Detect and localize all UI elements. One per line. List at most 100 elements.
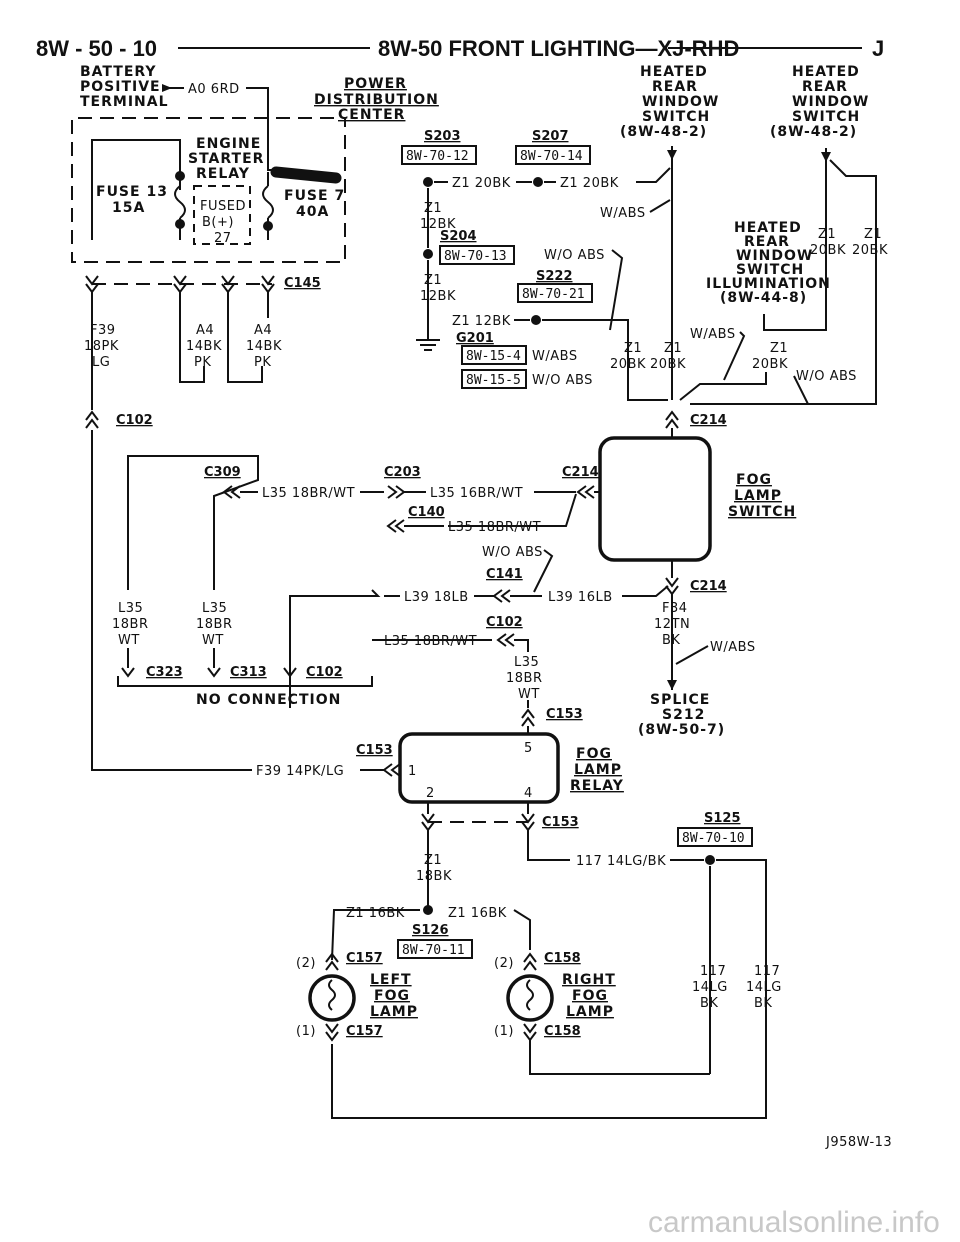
f39-14pklg-label: F39 14PK/LG [256, 764, 344, 779]
left-fog-lamp-icon [308, 974, 356, 1022]
c313-label: C313 [230, 665, 267, 680]
f34-label: F34 [662, 601, 688, 616]
s212-label-3: (8W-50-7) [638, 722, 725, 738]
hrw2-z1-a: Z1 [818, 227, 836, 242]
s222-node [531, 315, 541, 325]
relay-pin-1: 1 [408, 764, 417, 779]
c141-label: C141 [486, 567, 523, 582]
wo-abs-wire-2 [690, 375, 810, 405]
a4-left-gauge: 14BK [186, 339, 222, 354]
s125-right [331, 859, 767, 1119]
fog-lamp-switch-box [598, 436, 712, 562]
c214-mid-chevron [576, 485, 595, 499]
l35-16brwt-label: L35 16BR/WT [430, 486, 523, 501]
hrw2-z1-b: Z1 [864, 227, 882, 242]
w-abs-arrow-1 [649, 199, 671, 213]
right-fog-label-2: FOG [572, 988, 608, 1004]
battery-wire-label: A0 6RD [188, 82, 240, 97]
z1-mid-2-gauge: 20BK [650, 357, 686, 372]
hrw2-wire-left [763, 148, 827, 331]
a4-left-color: PK [194, 355, 211, 370]
s222-ref-box [517, 283, 593, 303]
s203-label: S203 [424, 129, 461, 144]
fused-b-label-1: FUSED [200, 199, 246, 214]
s222-label: S222 [536, 269, 573, 284]
z1-20bk-seg-d [636, 167, 671, 183]
z1-16bk-label-b: Z1 16BK [448, 906, 507, 921]
relay-pin-2: 2 [426, 786, 435, 801]
hrw2-arrow [821, 152, 831, 162]
l39-16lb-label: L39 16LB [548, 590, 613, 605]
right-fog-label-3: LAMP [566, 1004, 614, 1020]
hrw1-label-2: REAR [652, 79, 698, 95]
c157-top-label: C157 [346, 951, 383, 966]
c102-top-label: C102 [116, 413, 153, 428]
c153-top-chevron [521, 708, 535, 727]
c323-label: C323 [146, 665, 183, 680]
c214-bottom-label: C214 [690, 579, 727, 594]
w-abs-wire-3 [675, 645, 709, 665]
l35-col1-gauge: 18BR [112, 617, 149, 632]
l39-18lb-label: L39 18LB [404, 590, 469, 605]
right-fog-label-1: RIGHT [562, 972, 616, 988]
pdc-label-1: POWER [344, 76, 407, 92]
l35-18brwt-label-a: L35 18BR/WT [262, 486, 355, 501]
c140-label: C140 [408, 505, 445, 520]
c157-top-chevron [325, 952, 339, 971]
a4-right-color: PK [254, 355, 271, 370]
f39-label: F39 [90, 323, 116, 338]
f34-arrow [667, 680, 677, 690]
s125-label: S125 [704, 811, 741, 826]
hrw2-label-4: SWITCH [792, 109, 860, 125]
starter-relay-label-2: STARTER [188, 151, 264, 167]
model-letter: J [872, 36, 884, 61]
hrw-illum-label-6: (8W-44-8) [720, 290, 807, 306]
l35-18brwt-label-b: L35 18BR/WT [448, 520, 541, 535]
c102-mid-label: C102 [486, 615, 523, 630]
l35-relay-color: WT [518, 687, 540, 702]
c158-bottom-chevron [523, 1023, 537, 1042]
fuse7-label-1: FUSE 7 [284, 188, 345, 204]
w117-a-color: BK [700, 996, 718, 1011]
c158-top-label: C158 [544, 951, 581, 966]
starter-relay-label-1: ENGINE [196, 136, 261, 152]
illum-z1: Z1 [770, 341, 788, 356]
s212-label-2: S212 [662, 707, 705, 723]
z1-20bk-label-a: Z1 20BK [452, 176, 511, 191]
s126-ref: 8W-70-11 [402, 943, 465, 958]
fog-switch-label-1: FOG [736, 472, 772, 488]
battery-label-3: TERMINAL [80, 94, 169, 110]
c102-mid-out [514, 639, 529, 652]
s203-ref-box [401, 145, 477, 165]
starter-relay-bus [270, 166, 342, 184]
battery-label-1: BATTERY [80, 64, 157, 80]
w117-b: 117 [754, 964, 780, 979]
fog-relay-label-3: RELAY [570, 778, 624, 794]
s204-z1-b: Z1 [424, 273, 442, 288]
hrw-illum-label-1: HEATED [734, 220, 802, 236]
c157-bottom-chevron [325, 1023, 339, 1042]
s126-label: S126 [412, 923, 449, 938]
hrw1-label-5: (8W-48-2) [620, 124, 707, 140]
fuse13-label-1: FUSE 13 [96, 184, 168, 200]
f39-color: LG [92, 355, 110, 370]
s207-label: S207 [532, 129, 569, 144]
c153-left-chevron [382, 763, 401, 777]
s204-12bk-b: 12BK [420, 289, 456, 304]
hrw2-label-2: REAR [802, 79, 848, 95]
right-fog-ground [529, 1040, 710, 1075]
s207-ref: 8W-70-14 [520, 149, 583, 164]
z1-18bk-label: Z1 [424, 853, 442, 868]
w-abs-label-1: W/ABS [600, 206, 646, 221]
l35-relay-label: L35 [514, 655, 539, 670]
fog-switch-label-3: SWITCH [728, 504, 796, 520]
w117-a: 117 [700, 964, 726, 979]
f39-main-wire [91, 430, 252, 771]
c309-label: C309 [204, 465, 241, 480]
hrw2-label-3: WINDOW [792, 94, 869, 110]
f34-color: BK [662, 633, 680, 648]
w117-b-gauge: 14LG [746, 980, 782, 995]
s204-label: S204 [440, 229, 477, 244]
c157-bottom-label: C157 [346, 1024, 383, 1039]
hrw2-label-5: (8W-48-2) [770, 124, 857, 140]
